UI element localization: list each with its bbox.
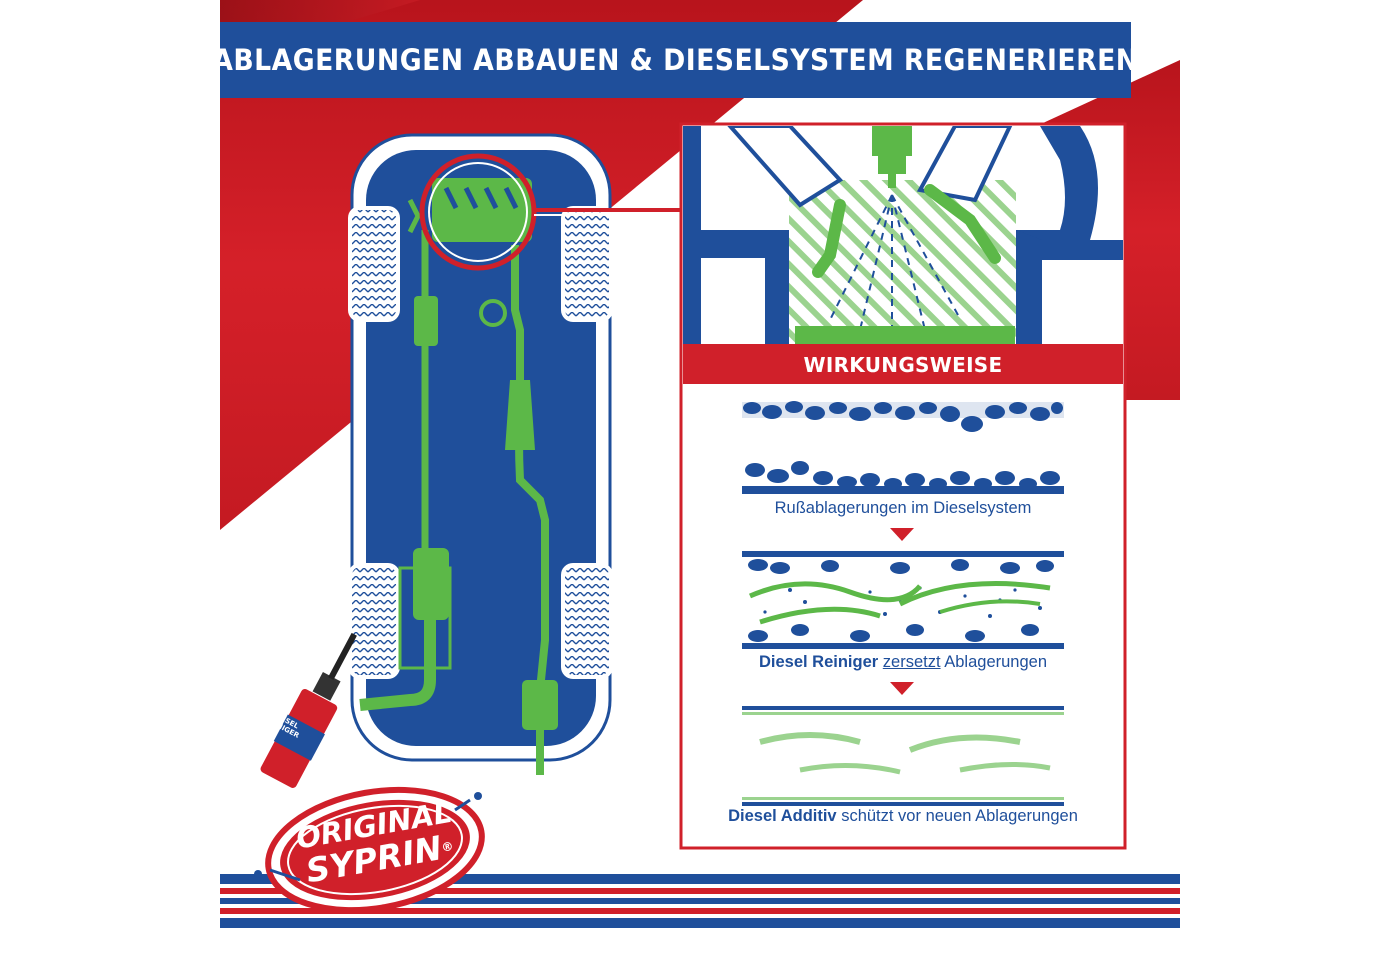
step-2-bold: Diesel Reiniger bbox=[758, 653, 879, 671]
title-banner: ABLAGERUNGEN ABBAUEN & DIESELSYSTEM REGE… bbox=[212, 22, 1138, 98]
car-schematic bbox=[348, 133, 683, 775]
step-1-text: Rußablagerungen im Dieselsystem bbox=[774, 499, 1032, 517]
panel-label: WIRKUNGSWEISE bbox=[803, 353, 1003, 377]
page-title: ABLAGERUNGEN ABBAUEN & DIESELSYSTEM REGE… bbox=[212, 43, 1139, 77]
step-2-rest: Ablagerungen bbox=[944, 653, 1048, 671]
step-2-caption: Diesel Reiniger zersetzt Ablagerungen bbox=[683, 653, 1123, 672]
step-3-caption: Diesel Additiv schützt vor neuen Ablager… bbox=[683, 807, 1123, 826]
step-1-caption: Rußablagerungen im Dieselsystem bbox=[683, 499, 1123, 518]
process-illustrations bbox=[742, 401, 1064, 806]
additive-can-icon bbox=[258, 632, 357, 790]
logo-registered-mark: ® bbox=[440, 838, 455, 855]
engine-cutaway bbox=[683, 126, 1123, 344]
step-2-underlined: zersetzt bbox=[882, 653, 941, 671]
original-syprin-logo bbox=[254, 786, 485, 914]
step-3-rest: schützt vor neuen Ablagerungen bbox=[841, 807, 1078, 825]
step-3-bold: Diesel Additiv bbox=[728, 807, 837, 825]
